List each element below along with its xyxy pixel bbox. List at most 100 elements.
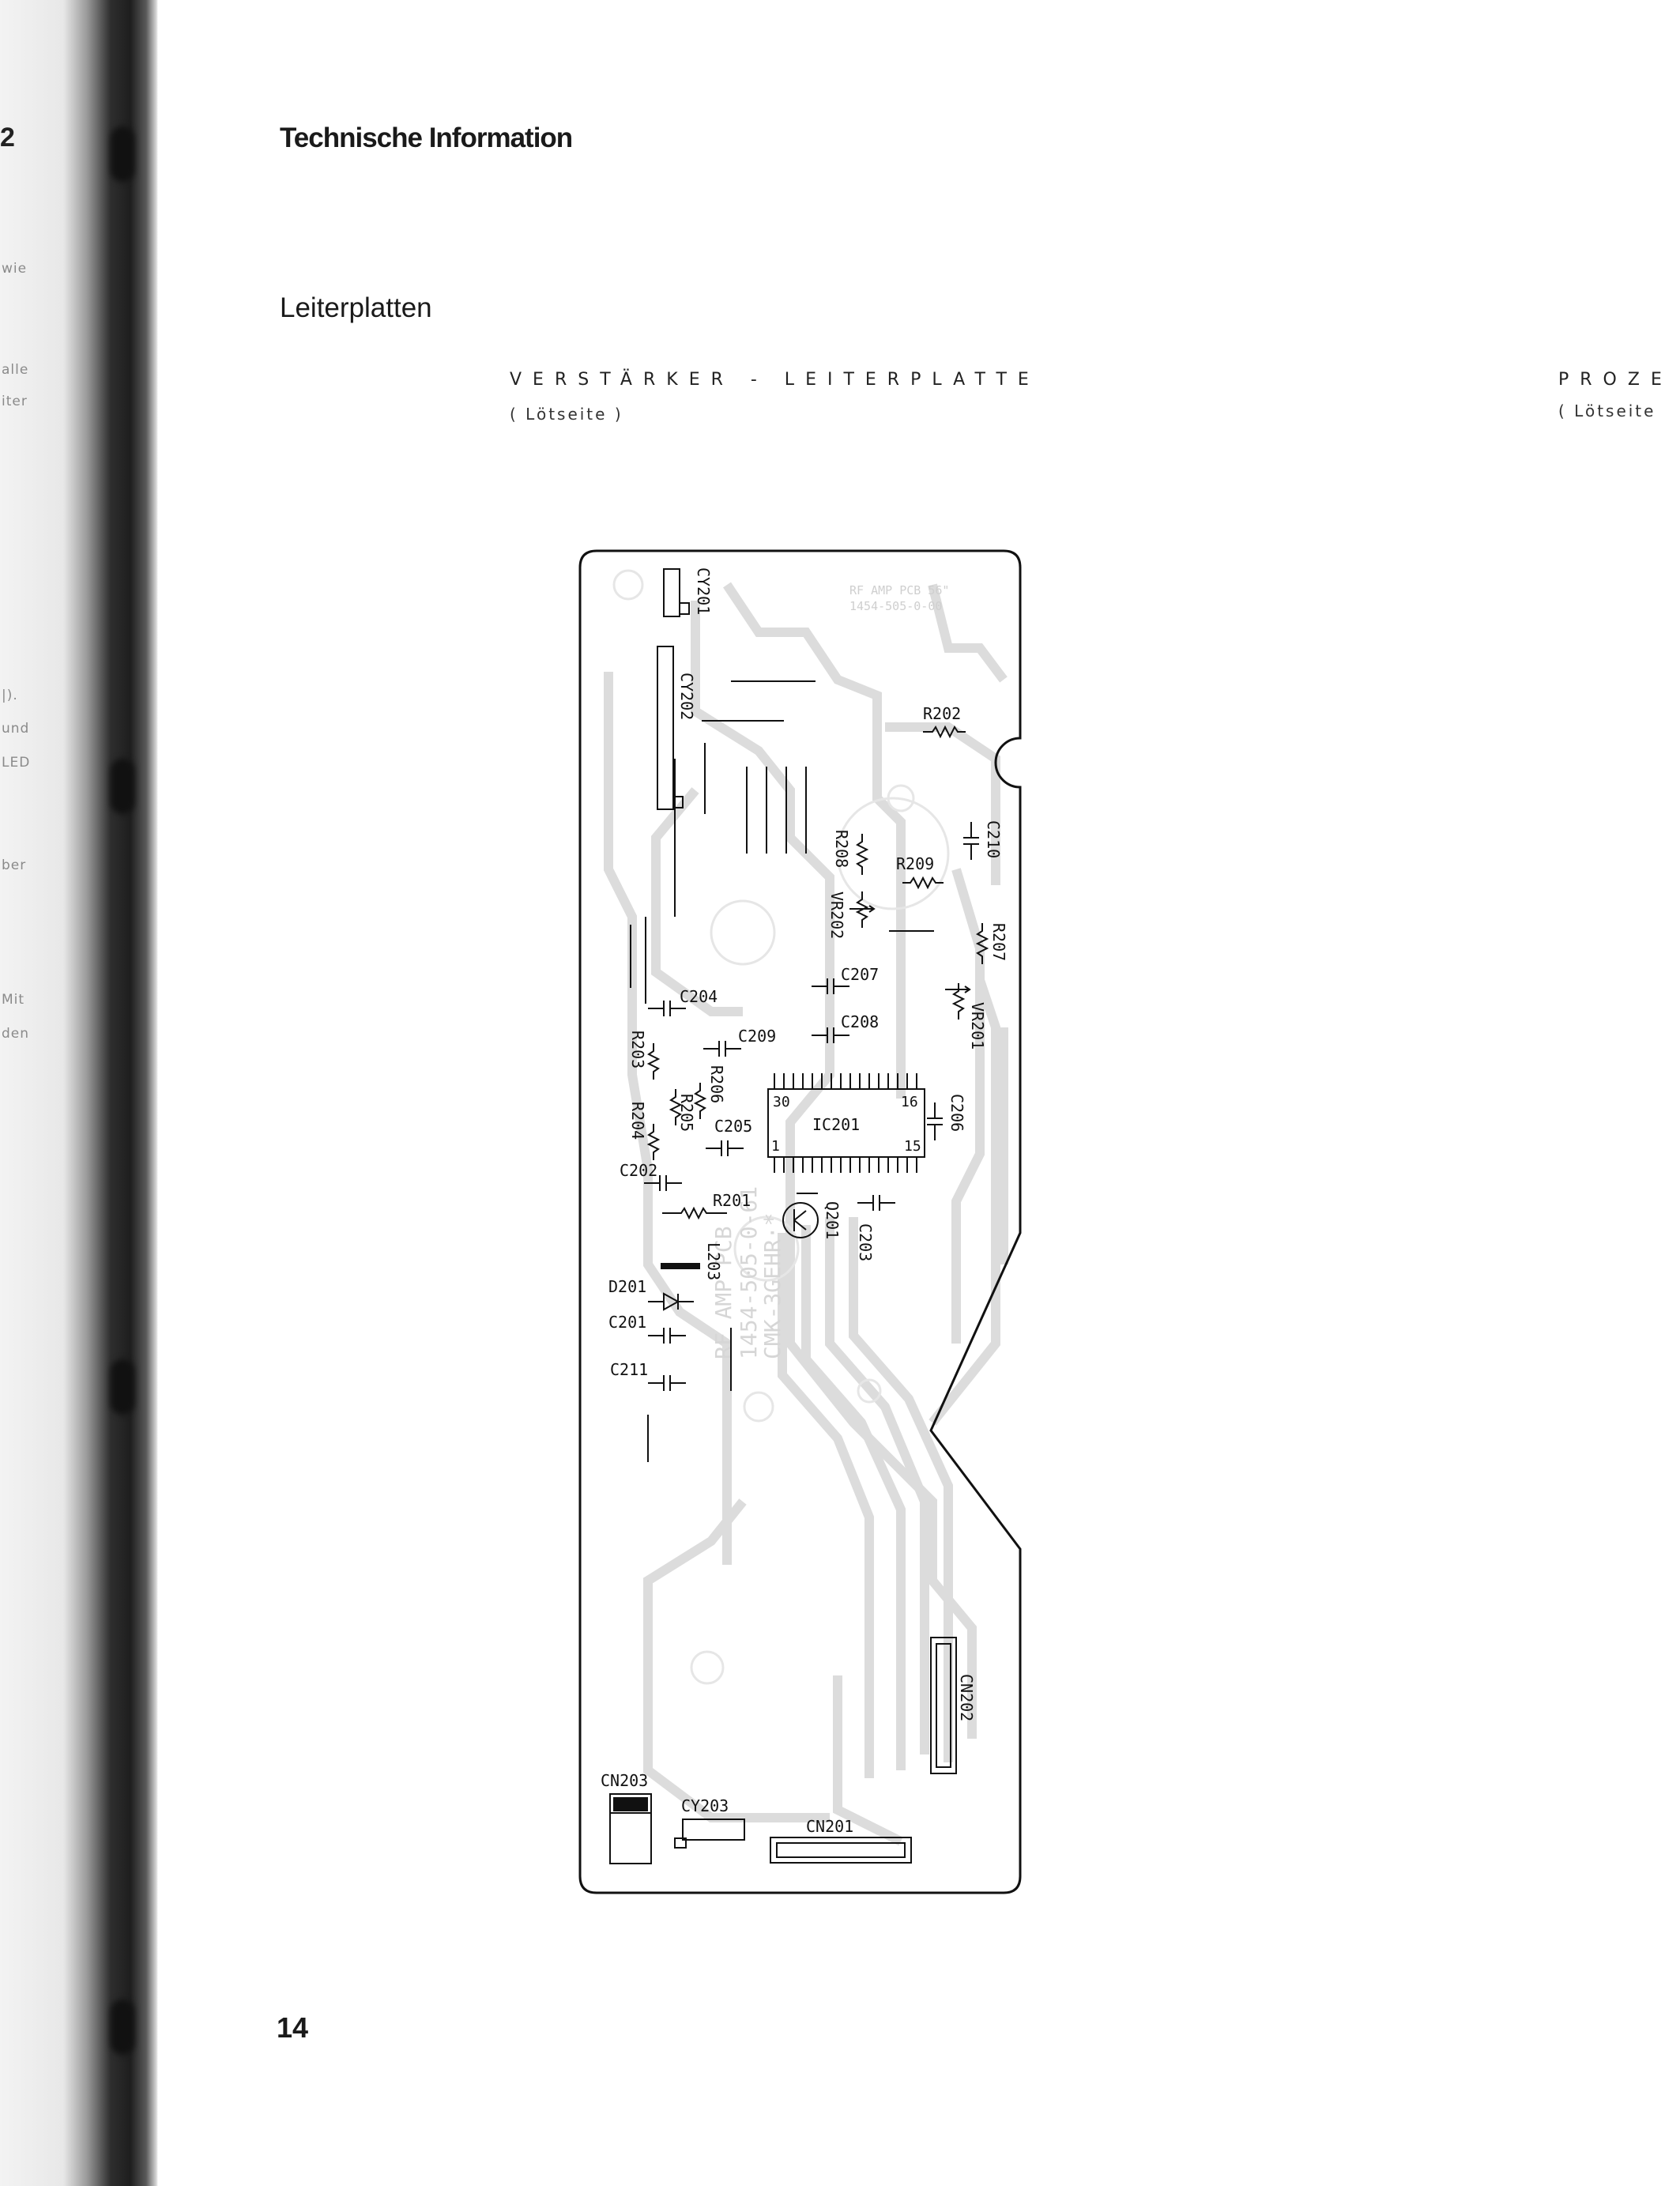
r205-label: R205 bbox=[677, 1094, 696, 1132]
c202-label: C202 bbox=[620, 1161, 657, 1180]
ic-pin-label: 16 bbox=[901, 1094, 918, 1110]
silkscreen-text: RF AMP PCB bbox=[710, 1226, 736, 1359]
copper-traces bbox=[604, 582, 1008, 1846]
cy203-label: CY203 bbox=[681, 1796, 729, 1815]
r205-resistor bbox=[669, 1089, 683, 1125]
c203-label: C203 bbox=[856, 1223, 875, 1261]
cn201-connector bbox=[770, 1837, 912, 1864]
cy202-label: CY202 bbox=[677, 673, 696, 720]
vr201-label: VR201 bbox=[968, 1002, 987, 1050]
page-number: 14 bbox=[277, 2011, 309, 2044]
punch-hole bbox=[111, 126, 134, 182]
cn202-inner bbox=[936, 1643, 951, 1768]
c210-label: C210 bbox=[984, 820, 1003, 858]
silkscreen-text: 1454-505-0-61 bbox=[736, 1186, 762, 1359]
q201-leads bbox=[793, 1193, 818, 1231]
vr201-trimmer bbox=[945, 983, 971, 1020]
r203-resistor bbox=[646, 1043, 661, 1080]
c202-capacitor bbox=[644, 1175, 682, 1191]
adjacent-page-fragment: iter bbox=[2, 394, 28, 409]
r203-label: R203 bbox=[628, 1031, 647, 1069]
cy202-pin bbox=[672, 796, 684, 808]
board-outline bbox=[578, 549, 1022, 1894]
board-caption: VERSTÄRKER - LEITERPLATTE bbox=[510, 370, 1040, 390]
r201-label: R201 bbox=[713, 1191, 751, 1210]
cn202-connector bbox=[930, 1637, 957, 1774]
ic201-pins-top bbox=[774, 1073, 917, 1089]
l203-inductor bbox=[661, 1263, 700, 1269]
cn203-label: CN203 bbox=[601, 1771, 648, 1790]
vr202-trimmer bbox=[849, 891, 876, 928]
punch-hole bbox=[111, 759, 134, 814]
vr202-label: VR202 bbox=[827, 891, 846, 939]
jumper-wires bbox=[630, 680, 934, 1462]
ic-pin-label: 30 bbox=[773, 1094, 790, 1110]
r204-label: R204 bbox=[628, 1102, 647, 1140]
adjacent-board-subcaption: ( Lötseite bbox=[1558, 401, 1656, 420]
adjacent-page-fragment: Mit bbox=[2, 992, 25, 1008]
cn203-fill bbox=[613, 1797, 648, 1811]
punch-hole bbox=[111, 1359, 134, 1415]
adjacent-board-caption: PROZE bbox=[1558, 370, 1673, 390]
silkscreen-text: CMK-3GEHR·* bbox=[759, 1213, 785, 1359]
board-subcaption: ( Lötseite ) bbox=[510, 405, 623, 424]
cy201-label: CY201 bbox=[694, 567, 713, 615]
silkscreen-text: RF AMP PCB 56" bbox=[849, 583, 949, 597]
r202-label: R202 bbox=[923, 704, 961, 723]
page-header-title: Technische Information bbox=[280, 122, 573, 153]
r208-resistor bbox=[855, 834, 869, 875]
r209-label: R209 bbox=[896, 854, 934, 873]
adjacent-page-number: 2 bbox=[0, 122, 15, 153]
c208-capacitor bbox=[812, 1027, 849, 1043]
c209-label: C209 bbox=[738, 1027, 776, 1046]
q201-label: Q201 bbox=[823, 1201, 842, 1239]
adjacent-page-fragment: den bbox=[2, 1026, 30, 1042]
d201-diode bbox=[648, 1292, 694, 1311]
cn202-label: CN202 bbox=[957, 1674, 976, 1721]
c204-label: C204 bbox=[680, 987, 718, 1006]
ic201-label: IC201 bbox=[812, 1115, 860, 1134]
cy202-connector bbox=[657, 646, 674, 810]
cy201-pin bbox=[679, 602, 690, 615]
cn201-label: CN201 bbox=[806, 1817, 853, 1836]
cy201-connector bbox=[663, 568, 680, 617]
c201-capacitor bbox=[648, 1328, 686, 1344]
r204-resistor bbox=[646, 1124, 661, 1160]
c201-label: C201 bbox=[608, 1313, 646, 1332]
punch-hole bbox=[111, 1999, 134, 2055]
pads bbox=[612, 569, 950, 1685]
r209-resistor bbox=[902, 876, 944, 890]
cy203-connector bbox=[682, 1819, 745, 1841]
l203-label: L203 bbox=[704, 1242, 723, 1280]
cn201-inner bbox=[776, 1842, 906, 1858]
adjacent-page-fragment: alle bbox=[2, 362, 29, 378]
r201-resistor bbox=[662, 1206, 727, 1220]
adjacent-page-fragment: |). bbox=[2, 688, 18, 703]
adjacent-page-fragment: wie bbox=[2, 261, 28, 277]
adjacent-page-fragment: LED bbox=[2, 755, 31, 771]
c209-capacitor bbox=[703, 1041, 741, 1057]
r206-resistor bbox=[693, 1083, 707, 1119]
cn203-connector bbox=[609, 1793, 652, 1864]
d201-label: D201 bbox=[608, 1277, 646, 1296]
ic-pin-label: 1 bbox=[771, 1138, 780, 1155]
r207-resistor bbox=[975, 923, 989, 964]
c204-capacitor bbox=[648, 1001, 686, 1016]
c203-capacitor bbox=[857, 1195, 895, 1211]
cy203-pin bbox=[674, 1837, 687, 1849]
binding-gutter bbox=[0, 0, 158, 2186]
c211-label: C211 bbox=[610, 1360, 648, 1379]
c210-capacitor bbox=[963, 822, 979, 860]
ic201-pins-bottom bbox=[774, 1157, 917, 1173]
c207-capacitor bbox=[812, 978, 849, 994]
c205-capacitor bbox=[706, 1140, 744, 1156]
r206-label: R206 bbox=[707, 1065, 726, 1103]
q201-transistor bbox=[782, 1202, 819, 1238]
r208-label: R208 bbox=[832, 830, 851, 868]
silkscreen-text: 1454-505-0-00 bbox=[849, 599, 942, 613]
adjacent-page-fragment: und bbox=[2, 721, 30, 737]
section-title: Leiterplatten bbox=[280, 292, 432, 323]
c206-capacitor bbox=[927, 1102, 943, 1140]
r202-resistor bbox=[923, 725, 966, 739]
